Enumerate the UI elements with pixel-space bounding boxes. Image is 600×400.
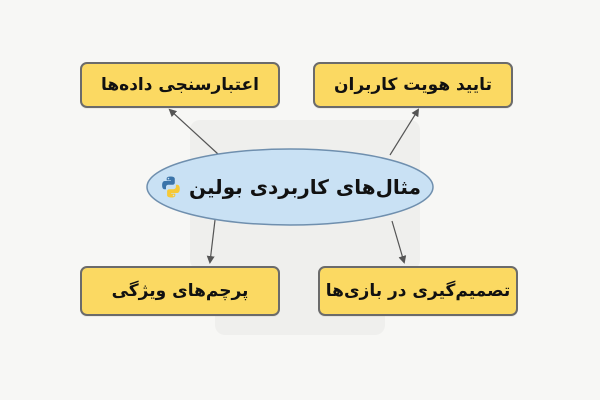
node-data-validation: اعتبارسنجی داده‌ها xyxy=(80,62,280,108)
arrow-to-top-left xyxy=(168,108,219,155)
node-feature-flags: پرچم‌های ویژگی xyxy=(80,266,280,316)
node-data-validation-label: اعتبارسنجی داده‌ها xyxy=(101,75,259,95)
center-node-label: مثال‌های کاربردی بولین xyxy=(189,175,421,199)
arrow-to-bottom-left xyxy=(206,219,216,264)
center-ellipse xyxy=(146,148,434,226)
node-game-decisions-label: تصمیم‌گیری در بازی‌ها xyxy=(325,281,511,301)
node-user-authentication: تایید هویت کاربران xyxy=(313,62,513,108)
node-game-decisions: تصمیم‌گیری در بازی‌ها xyxy=(318,266,518,316)
python-logo-icon xyxy=(162,176,180,198)
node-feature-flags-label: پرچم‌های ویژگی xyxy=(111,281,249,301)
arrow-to-top-right xyxy=(389,108,420,156)
arrow-to-bottom-right xyxy=(391,220,407,264)
center-node: مثال‌های کاربردی بولین xyxy=(150,152,430,222)
node-user-authentication-label: تایید هویت کاربران xyxy=(334,75,492,95)
